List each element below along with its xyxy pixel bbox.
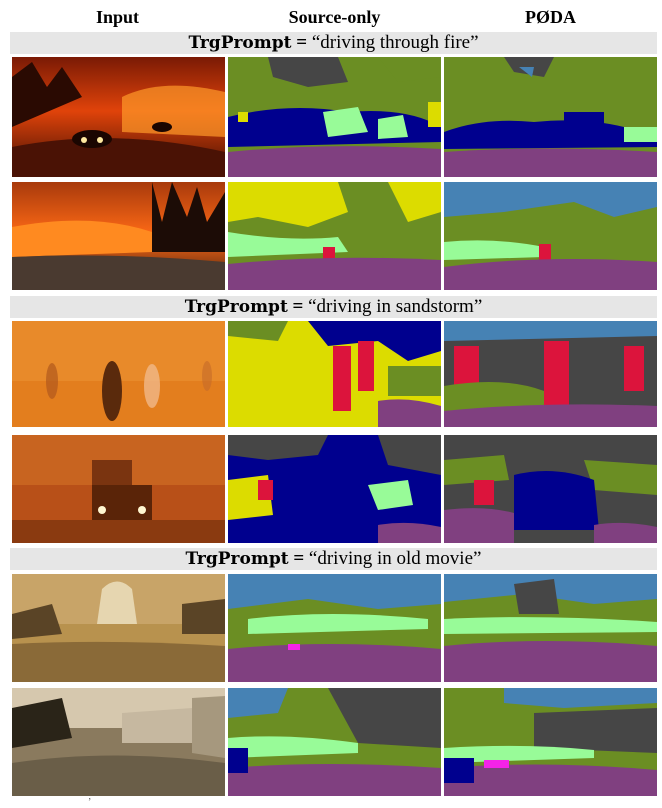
source-only-segmentation-fire-road	[228, 57, 441, 177]
poda-segmentation-sandstorm-people	[444, 321, 657, 427]
prompt-text: “driving in old movie”	[308, 548, 482, 569]
column-header-source-only: Source-only	[288, 7, 381, 27]
input-image-forest-fire	[12, 182, 225, 290]
input-image-old-movie-capitol	[12, 574, 225, 682]
source-only-segmentation-sandstorm-car	[228, 435, 441, 543]
footnote-mark: ’	[88, 797, 92, 808]
prompt-equals: =	[293, 548, 305, 569]
source-only-segmentation-old-movie-street	[228, 688, 441, 796]
prompt-equals: =	[292, 296, 304, 317]
input-image-old-movie-street	[12, 688, 225, 796]
poda-segmentation-fire-road	[444, 57, 657, 177]
input-image-sandstorm-people	[12, 321, 225, 427]
prompt-keyword: TrgPrompt	[184, 297, 288, 317]
poda-segmentation-old-movie-street	[444, 688, 657, 796]
poda-segmentation-sandstorm-car	[444, 435, 657, 543]
column-header-input: Input	[95, 7, 140, 27]
prompt-equals: =	[296, 32, 308, 53]
source-only-segmentation-sandstorm-people	[228, 321, 441, 427]
section-title-fire: TrgPrompt = “driving through fire”	[10, 32, 657, 54]
prompt-text: “driving through fire”	[311, 32, 479, 53]
prompt-text: “driving in sandstorm”	[308, 296, 483, 317]
column-header-poda: PØDA	[525, 7, 576, 27]
input-image-sandstorm-car	[12, 435, 225, 543]
section-title-sandstorm: TrgPrompt = “driving in sandstorm”	[10, 296, 657, 318]
input-image-fire-road	[12, 57, 225, 177]
poda-segmentation-forest-fire	[444, 182, 657, 290]
section-title-old-movie: TrgPrompt = “driving in old movie”	[10, 548, 657, 570]
poda-segmentation-old-movie-capitol	[444, 574, 657, 682]
prompt-keyword: TrgPrompt	[185, 549, 289, 569]
prompt-keyword: TrgPrompt	[188, 33, 292, 53]
source-only-segmentation-old-movie-capitol	[228, 574, 441, 682]
source-only-segmentation-forest-fire	[228, 182, 441, 290]
